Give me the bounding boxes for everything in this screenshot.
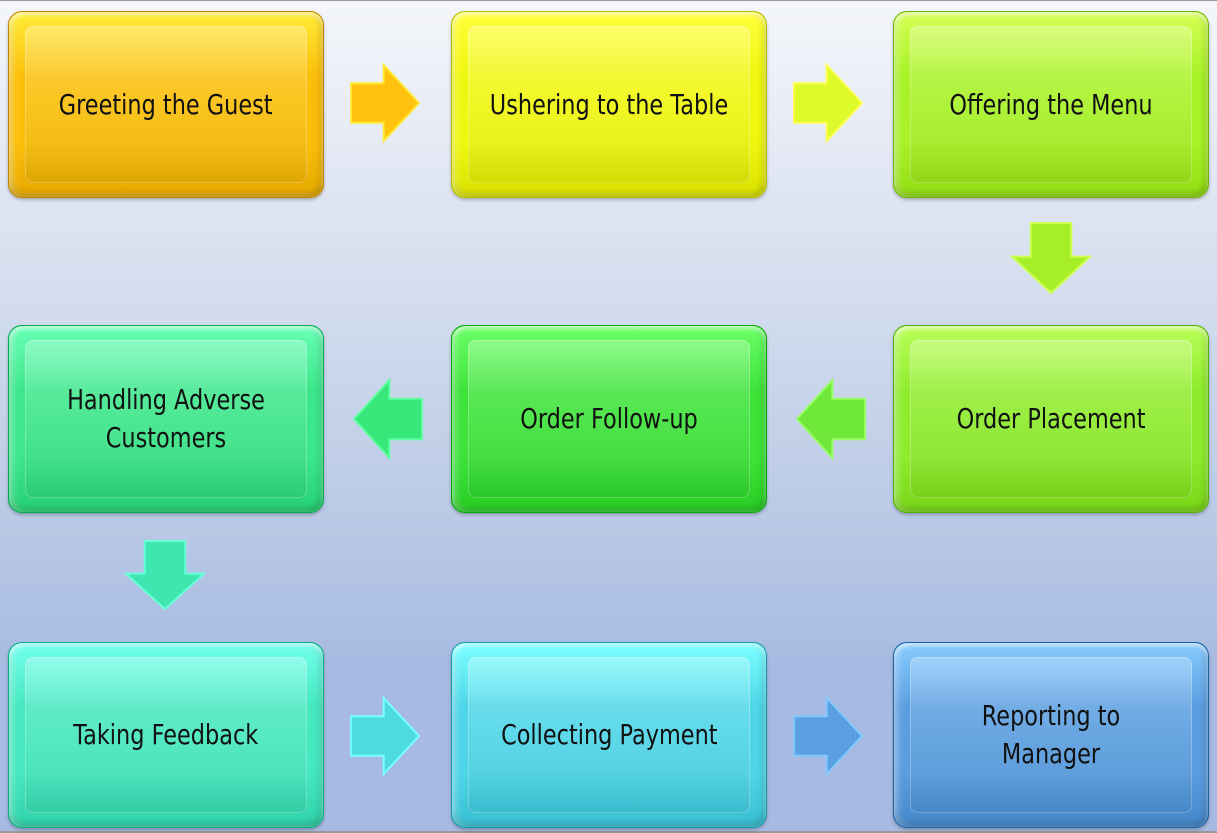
step-label: Greeting the Guest: [59, 87, 273, 121]
step-greeting-the-guest: Greeting the Guest: [8, 11, 324, 198]
arrow-down-icon: [1009, 222, 1093, 295]
arrow-shape: [793, 62, 864, 144]
arrow-shape: [1009, 222, 1093, 295]
step-ushering-to-the-table: Ushering to the Table: [451, 11, 767, 198]
arrow-right-icon: [350, 62, 421, 144]
arrow-left-icon: [795, 377, 866, 461]
arrow-shape: [123, 540, 207, 611]
arrow-left-icon: [352, 377, 423, 461]
arrow-right-icon: [793, 62, 864, 144]
arrow-down-icon: [123, 540, 207, 611]
arrow-right-icon: [350, 695, 421, 777]
step-reporting-to-manager: Reporting to Manager: [893, 642, 1209, 828]
step-label: Collecting Payment: [500, 718, 718, 752]
arrow-shape: [350, 695, 421, 777]
step-label: Order Placement: [956, 402, 1146, 436]
step-order-placement: Order Placement: [893, 325, 1209, 513]
arrow-right-icon: [793, 695, 864, 777]
step-taking-feedback: Taking Feedback: [8, 642, 324, 828]
step-label: Handling Adverse Customers: [67, 383, 265, 454]
arrow-shape: [793, 695, 864, 777]
step-collecting-payment: Collecting Payment: [451, 642, 767, 828]
step-label: Order Follow-up: [520, 402, 698, 436]
arrow-shape: [350, 62, 421, 144]
step-label: Offering the Menu: [949, 87, 1153, 121]
step-label: Taking Feedback: [73, 718, 259, 752]
step-label: Reporting to Manager: [981, 699, 1121, 770]
step-offering-the-menu: Offering the Menu: [893, 11, 1209, 198]
arrow-shape: [352, 377, 423, 461]
step-handling-adverse-customers: Handling Adverse Customers: [8, 325, 324, 513]
step-order-follow-up: Order Follow-up: [451, 325, 767, 513]
step-label: Ushering to the Table: [489, 87, 729, 121]
arrow-shape: [795, 377, 866, 461]
